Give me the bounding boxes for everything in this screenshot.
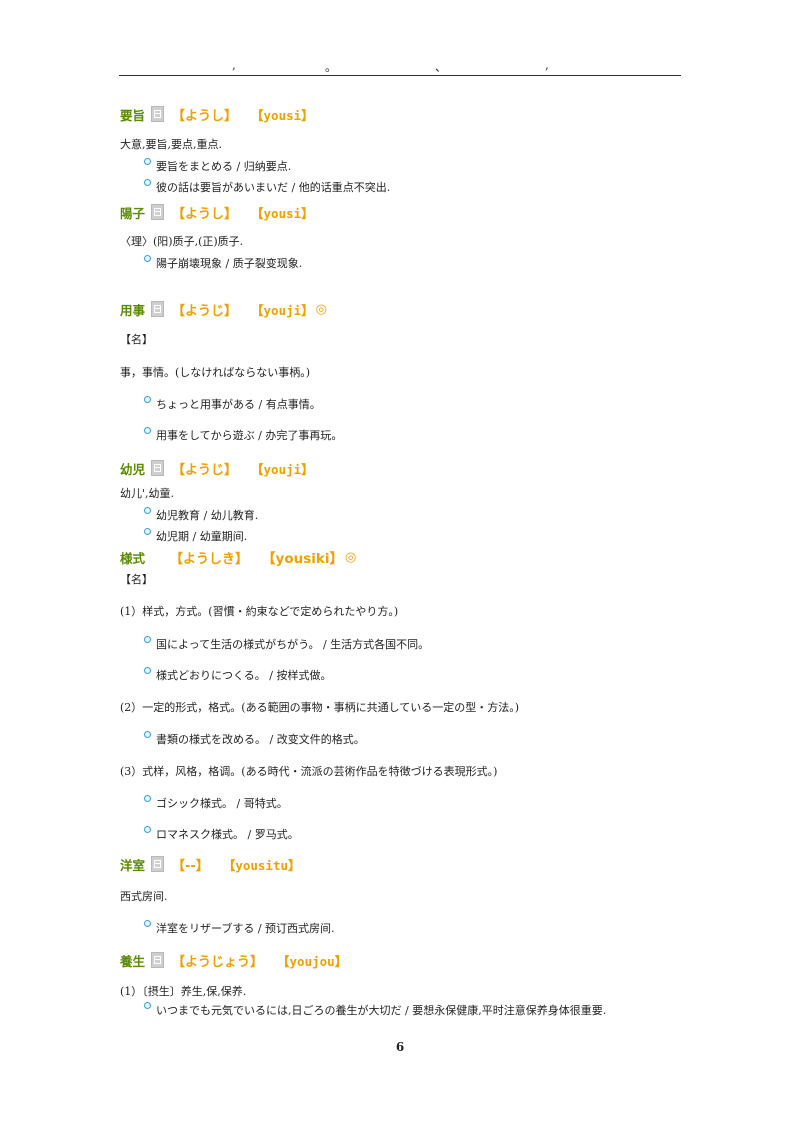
example-sentence: 陽子崩壊現象 / 质子裂变现象. bbox=[144, 255, 302, 271]
example-sentence: 様式どおりにつくる。 / 按样式做。 bbox=[144, 667, 331, 683]
entry-heading: 要旨 【ようし】 【yousi】 bbox=[120, 105, 314, 124]
example-sentence: 書類の様式を改める。 / 改变文件的格式。 bbox=[144, 731, 365, 747]
kana-reading: 【ようじ】 bbox=[172, 462, 238, 478]
kana-reading: 【ようし】 bbox=[172, 206, 238, 222]
romaji-reading: 【yousi】 bbox=[251, 107, 314, 123]
headword: 用事 bbox=[120, 302, 146, 318]
entry-heading: 洋室 【--】 【yousitu】 bbox=[120, 855, 301, 874]
sense-definition: (3）式样，风格，格调。(ある時代・流派の芸術作品を特徴づける表現形式。) bbox=[120, 765, 498, 778]
definition: 幼儿',幼童. bbox=[120, 487, 175, 500]
example-sentence: ちょっと用事がある / 有点事情。 bbox=[144, 396, 321, 412]
entry-heading: 用事 【ようじ】 【youji】 ◎ bbox=[120, 300, 328, 319]
bullet-icon bbox=[144, 427, 151, 434]
headword: 要旨 bbox=[120, 107, 146, 123]
romaji-reading: 【yousitu】 bbox=[222, 857, 301, 873]
bullet-icon bbox=[144, 667, 151, 674]
example-sentence: 幼児教育 / 幼儿教育. bbox=[144, 507, 258, 523]
definition: 西式房间. bbox=[120, 890, 168, 903]
example-sentence: 彼の話は要旨があいまいだ / 他的话重点不突出. bbox=[144, 179, 390, 195]
example-sentence: 国によって生活の様式がちがう。 / 生活方式各国不同。 bbox=[144, 636, 429, 652]
bullet-icon bbox=[144, 255, 151, 262]
japanese-dictionary-icon bbox=[151, 856, 165, 872]
bullet-icon bbox=[144, 396, 151, 403]
entry-heading: 幼児 【ようじ】 【youji】 bbox=[120, 459, 314, 478]
entry-heading: 養生 【ようじょう】 【youjou】 bbox=[120, 951, 348, 970]
definition: 大意,要旨,要点,重点. bbox=[120, 138, 222, 151]
headword: 陽子 bbox=[120, 205, 146, 221]
bullet-icon bbox=[144, 731, 151, 738]
bullet-icon bbox=[144, 528, 151, 535]
kana-reading: 【--】 bbox=[172, 858, 209, 874]
header-mark: 、 bbox=[435, 60, 448, 74]
japanese-dictionary-icon bbox=[151, 460, 165, 476]
example-sentence: ロマネスク様式。 / 罗马式。 bbox=[144, 826, 299, 842]
japanese-dictionary-icon bbox=[151, 952, 165, 968]
part-of-speech: 【名】 bbox=[120, 333, 153, 346]
example-sentence: 幼児期 / 幼童期间. bbox=[144, 528, 247, 544]
japanese-dictionary-icon bbox=[151, 106, 165, 122]
common-word-mark: ◎ bbox=[315, 301, 328, 317]
bullet-icon bbox=[144, 636, 151, 643]
romaji-reading: 【yousiki】 bbox=[262, 551, 343, 567]
definition: (1）〔摂生〕养生,保,保养. bbox=[120, 985, 247, 998]
example-sentence: ゴシック様式。 / 哥特式。 bbox=[144, 795, 288, 811]
header-mark: , bbox=[232, 58, 236, 72]
example-sentence: 要旨をまとめる / 归纳要点. bbox=[144, 158, 291, 174]
entry-heading: 陽子 【ようし】 【yousi】 bbox=[120, 203, 314, 222]
header-mark: , bbox=[545, 58, 549, 72]
kana-reading: 【ようじ】 bbox=[172, 303, 238, 319]
sense-definition: (1）样式，方式。(習慣・約束などで定められたやり方。) bbox=[120, 605, 399, 618]
romaji-reading: 【youji】 bbox=[251, 302, 314, 318]
example-sentence: いつまでも元気でいるには,日ごろの養生が大切だ / 要想永保健康,平时注意保养身… bbox=[144, 1002, 606, 1018]
common-word-mark: ◎ bbox=[345, 549, 357, 565]
headword: 洋室 bbox=[120, 857, 146, 873]
header-rule bbox=[119, 75, 681, 76]
bullet-icon bbox=[144, 507, 151, 514]
kana-reading: 【ようしき】 bbox=[170, 551, 249, 567]
kana-reading: 【ようじょう】 bbox=[172, 954, 264, 970]
bullet-icon bbox=[144, 920, 151, 927]
headword: 様式 bbox=[120, 550, 146, 566]
bullet-icon bbox=[144, 795, 151, 802]
page-number: 6 bbox=[395, 1040, 405, 1054]
definition: 〈理〉(阳)质子,(正)质子. bbox=[120, 235, 244, 248]
headword: 養生 bbox=[120, 953, 146, 969]
romaji-reading: 【youjou】 bbox=[277, 953, 348, 969]
definition: 事，事情。(しなければならない事柄。) bbox=[120, 366, 311, 379]
kana-reading: 【ようし】 bbox=[172, 108, 238, 124]
header-mark: 。 bbox=[325, 60, 338, 74]
part-of-speech: 【名】 bbox=[120, 573, 153, 586]
headword: 幼児 bbox=[120, 461, 146, 477]
bullet-icon bbox=[144, 158, 151, 165]
example-sentence: 洋室をリザーブする / 预订西式房间. bbox=[144, 920, 335, 936]
romaji-reading: 【youji】 bbox=[251, 461, 314, 477]
header-marks: , 。 、 , bbox=[0, 58, 800, 74]
bullet-icon bbox=[144, 179, 151, 186]
bullet-icon bbox=[144, 826, 151, 833]
bullet-icon bbox=[144, 1002, 151, 1009]
romaji-reading: 【yousi】 bbox=[251, 205, 314, 221]
japanese-dictionary-icon bbox=[151, 204, 165, 220]
entry-heading: 様式 【ようしき】 【yousiki】 ◎ bbox=[120, 548, 357, 568]
sense-definition: (2）一定的形式，格式。(ある範囲の事物・事柄に共通している一定の型・方法。) bbox=[120, 701, 520, 714]
japanese-dictionary-icon bbox=[151, 301, 165, 317]
example-sentence: 用事をしてから遊ぶ / 办完了事再玩。 bbox=[144, 427, 342, 443]
